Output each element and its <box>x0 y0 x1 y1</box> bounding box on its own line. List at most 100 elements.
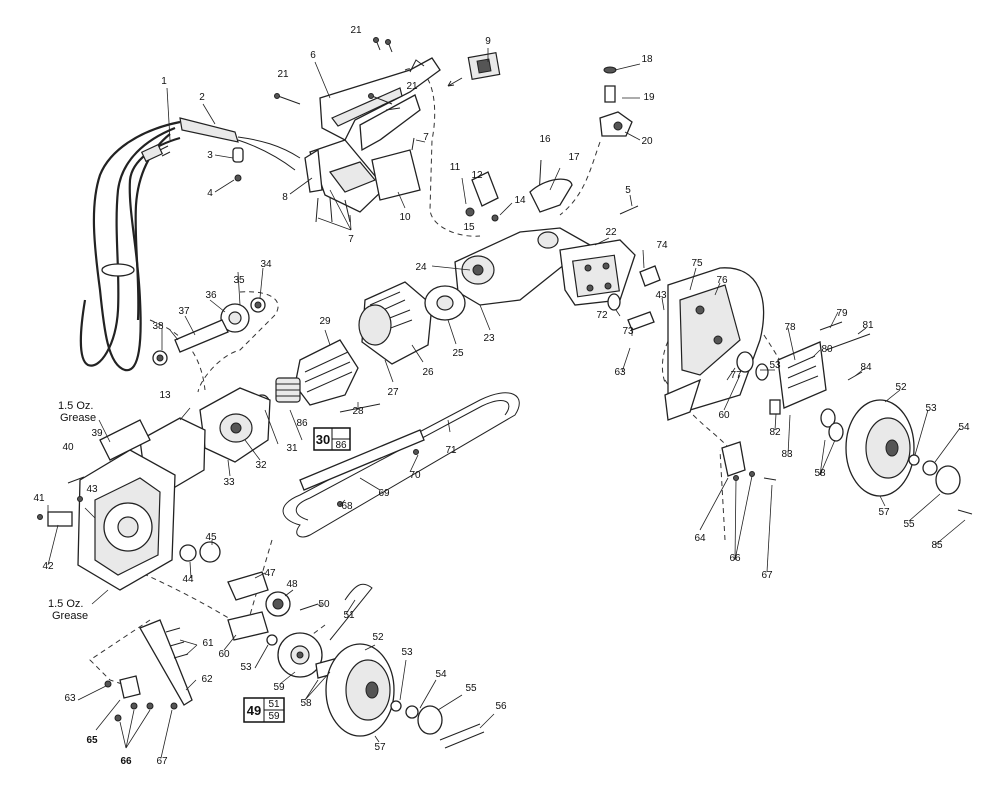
grease-quantity: 1.5 Oz. <box>48 598 83 610</box>
part-label: 27 <box>387 387 399 398</box>
fan-baffle <box>424 285 466 321</box>
part-label: 51 <box>343 610 355 621</box>
part-label: 84 <box>860 362 872 373</box>
plug-icon <box>140 143 164 163</box>
part-label: 82 <box>769 427 781 438</box>
assembly-subparts: 86 <box>335 440 347 451</box>
part-label: 24 <box>415 262 427 273</box>
bearing-icon <box>820 408 836 428</box>
motor-field <box>358 281 433 365</box>
bracket-block <box>119 675 141 699</box>
shim-icon <box>769 399 781 415</box>
part-label: 5 <box>625 185 631 196</box>
part-label: 45 <box>205 532 217 543</box>
part-label: 18 <box>641 54 653 65</box>
part-label: 14 <box>514 195 526 206</box>
part-label: 66 <box>729 553 741 564</box>
part-label: 53 <box>769 360 781 371</box>
part-label: 68 <box>341 501 353 512</box>
bearing-icon <box>179 544 197 562</box>
washer-icon <box>908 454 920 466</box>
washer-icon <box>405 705 419 719</box>
part-label: 64 <box>694 533 706 544</box>
part-label: 21 <box>350 25 362 36</box>
part-label: 77 <box>730 370 742 381</box>
plate-icon <box>47 511 73 527</box>
wheel-hub <box>417 705 443 735</box>
upper-wheel-frame <box>664 267 765 421</box>
part-label: 54 <box>958 422 970 433</box>
part-label: 65 <box>86 735 98 746</box>
part-label: 69 <box>378 488 390 499</box>
power-cord <box>79 120 181 372</box>
part-label: 38 <box>152 321 164 332</box>
part-label: 59 <box>273 682 285 693</box>
chain-icon <box>329 583 373 641</box>
part-label: 53 <box>401 647 413 658</box>
part-label: 7 <box>423 132 429 143</box>
part-label: 12 <box>471 170 483 181</box>
shaft-icon <box>227 611 269 641</box>
part-label: 79 <box>836 308 848 319</box>
part-label: 2 <box>199 92 205 103</box>
handle-cover <box>371 149 421 201</box>
bolt-icon <box>604 85 616 103</box>
part-label: 81 <box>862 320 874 331</box>
shaft-icon <box>627 311 655 331</box>
screw-icon <box>339 403 381 413</box>
part-label: 67 <box>761 570 773 581</box>
part-label: 37 <box>178 306 190 317</box>
lower-wheel <box>325 643 395 737</box>
collar-icon <box>607 293 621 311</box>
part-label: 9 <box>485 36 491 47</box>
part-label: 58 <box>814 468 826 479</box>
part-label: 7 <box>348 234 354 245</box>
blade-guide <box>299 429 425 491</box>
part-label: 21 <box>406 81 418 92</box>
part-label: 32 <box>255 460 267 471</box>
armature-assembly-box: 30 86 <box>313 427 351 451</box>
part-label: 48 <box>286 579 298 590</box>
bracket-block <box>721 441 746 477</box>
adjuster-plate <box>777 341 827 409</box>
part-label: 11 <box>450 162 461 173</box>
part-label: 80 <box>821 344 833 355</box>
assembly-number: 49 <box>247 703 261 718</box>
part-label: 61 <box>202 638 214 649</box>
part-label: 3 <box>207 150 213 161</box>
grease-label: Grease <box>60 412 96 424</box>
part-label: 33 <box>223 477 235 488</box>
part-label: 35 <box>233 275 245 286</box>
armature <box>254 339 359 410</box>
grease-quantity: 1.5 Oz. <box>58 400 93 412</box>
guard-shoe <box>529 178 573 213</box>
cord-guard <box>179 117 301 171</box>
washer-icon <box>922 460 938 476</box>
assembly-subparts: 59 <box>268 711 280 722</box>
gear-housing <box>77 419 176 591</box>
wheel-hub <box>935 465 961 495</box>
washer-icon <box>266 634 278 646</box>
handle <box>319 57 441 152</box>
cord-clamp-icon <box>232 147 244 163</box>
part-label: 75 <box>691 258 703 269</box>
switch <box>467 52 501 80</box>
part-label: 43 <box>655 290 667 301</box>
part-label: 60 <box>218 649 230 660</box>
part-label: 13 <box>159 390 171 401</box>
part-label: 66 <box>120 756 132 767</box>
sprocket-assembly-box: 49 51 59 <box>243 697 285 723</box>
bracket-bar <box>139 619 193 706</box>
part-label: 8 <box>282 192 288 203</box>
shaft-icon <box>227 571 269 601</box>
screw-icon <box>234 174 242 182</box>
part-label: 55 <box>903 519 915 530</box>
part-label: 20 <box>641 136 653 147</box>
washer-icon <box>755 363 769 381</box>
part-label: 15 <box>463 222 475 233</box>
part-label: 41 <box>33 493 45 504</box>
cord-clip-icon <box>101 263 135 277</box>
part-label: 54 <box>435 669 447 680</box>
part-label: 22 <box>605 227 617 238</box>
